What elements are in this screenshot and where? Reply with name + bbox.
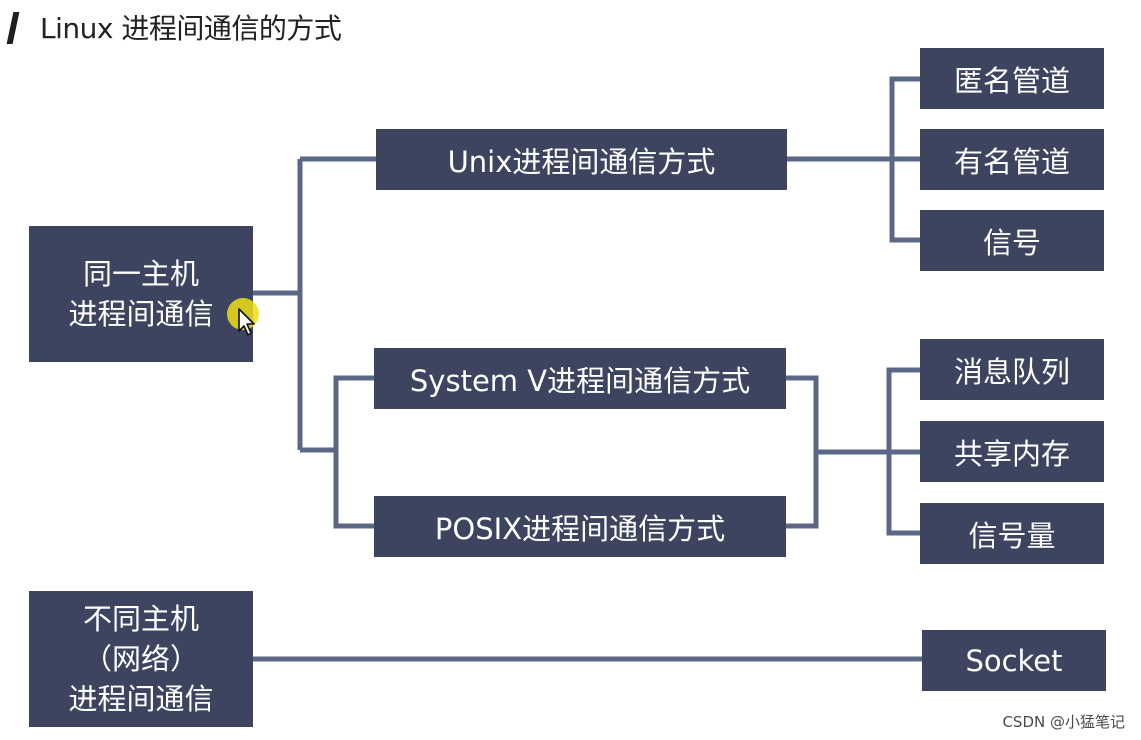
mouse-pointer-icon [238,308,255,336]
anonymous-pipe-box: 匿名管道 [920,48,1104,109]
same-host-line-2: 进程间通信 [68,297,214,331]
page-title: Linux 进程间通信的方式 [40,12,342,45]
unix-ipc-box: Unix进程间通信方式 [376,129,787,190]
diff-host-line-3: 进程间通信 [68,682,214,716]
diff-host-ipc-box: 不同主机 （网络） 进程间通信 [29,591,253,727]
shared-memory-box: 共享内存 [920,421,1104,482]
diff-host-line-2: （网络） [82,642,199,676]
semaphore-box: 信号量 [920,503,1104,564]
systemv-ipc-box: System V进程间通信方式 [374,348,786,409]
connector-sysv-posix-bracket [333,375,378,529]
same-host-line-1: 同一主机 [82,257,199,291]
socket-box: Socket [922,630,1106,691]
named-pipe-box: 有名管道 [920,129,1104,190]
posix-ipc-box: POSIX进程间通信方式 [374,496,786,557]
signal-box: 信号 [920,210,1104,271]
csdn-watermark: CSDN @小猛笔记 [1002,713,1125,731]
message-queue-box: 消息队列 [920,339,1104,400]
connector-sysv-posix-out [786,375,819,529]
diff-host-line-1: 不同主机 [82,602,199,636]
same-host-ipc-box: 同一主机 进程间通信 [29,226,253,362]
